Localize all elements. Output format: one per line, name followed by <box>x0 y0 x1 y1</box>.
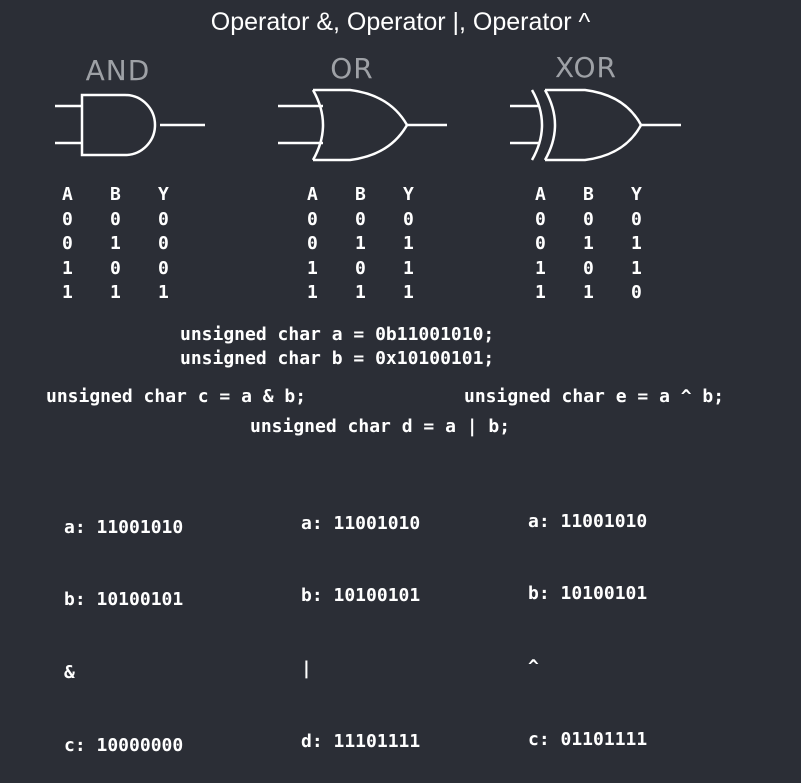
cell: 0 <box>307 233 318 254</box>
cell: 1 <box>355 233 366 254</box>
header-b: B <box>583 184 594 205</box>
xor-truth-table: A B Y 0 0 0 0 1 1 1 0 1 1 1 0 <box>535 183 679 306</box>
cell: 0 <box>535 233 546 254</box>
or-example: a: 11001010 b: 10100101 | d: 11101111 <box>301 463 420 779</box>
cell: 1 <box>62 282 73 303</box>
header-y: Y <box>158 184 169 205</box>
or-gate-label: OR <box>330 52 374 85</box>
example-a: a: 11001010 <box>301 512 421 534</box>
example-a: a: 11001010 <box>528 510 648 532</box>
cell: 1 <box>110 233 121 254</box>
cell: 0 <box>583 208 594 230</box>
cell: 1 <box>631 233 642 254</box>
cell: 1 <box>110 282 121 303</box>
truth-table-header: A B Y <box>307 183 451 208</box>
declaration-b: unsigned char b = 0x10100101; <box>180 348 495 369</box>
logic-gates-diagram: AND OR XOR <box>55 51 681 162</box>
cell: 0 <box>355 257 366 279</box>
truth-table-row: 1 0 0 <box>62 257 206 282</box>
cell: 0 <box>631 282 642 303</box>
cell: 0 <box>110 257 121 279</box>
truth-table-row: 0 0 0 <box>307 208 451 233</box>
xor-example: a: 11001010 b: 10100101 ^ c: 01101111 <box>528 461 647 777</box>
cell: 0 <box>631 208 642 230</box>
cell: 1 <box>158 282 169 303</box>
and-gate-icon <box>55 93 205 157</box>
and-truth-table: A B Y 0 0 0 0 1 0 1 0 0 1 1 1 <box>62 183 206 306</box>
page-title: Operator &, Operator |, Operator ^ <box>210 8 591 36</box>
example-result: d: 11101111 <box>301 731 421 753</box>
truth-table-header: A B Y <box>535 183 679 208</box>
example-b: b: 10100101 <box>301 585 421 607</box>
xor-gate-label: XOR <box>555 51 617 84</box>
cell: 1 <box>631 257 642 279</box>
operation-and: unsigned char c = a & b; <box>46 386 307 407</box>
truth-table-row: 1 1 0 <box>535 281 679 306</box>
cell: 0 <box>158 257 169 279</box>
cell: 1 <box>535 257 546 279</box>
header-b: B <box>110 184 121 205</box>
cell: 1 <box>403 233 414 254</box>
cell: 0 <box>355 208 366 230</box>
cell: 1 <box>403 257 414 279</box>
cell: 0 <box>62 233 73 254</box>
truth-table-row: 0 1 1 <box>307 232 451 257</box>
cell: 1 <box>403 282 414 303</box>
cell: 1 <box>307 282 318 303</box>
example-operator: & <box>64 662 75 684</box>
example-result: c: 01101111 <box>528 729 648 751</box>
cell: 1 <box>355 282 366 303</box>
cell: 0 <box>110 208 121 230</box>
cell: 0 <box>62 208 73 230</box>
and-example: a: 11001010 b: 10100101 & c: 10000000 <box>64 467 183 783</box>
truth-table-row: 0 1 0 <box>62 232 206 257</box>
header-a: A <box>307 184 318 205</box>
header-a: A <box>62 184 73 205</box>
cell: 1 <box>583 282 594 303</box>
xor-gate-icon <box>510 88 681 162</box>
declaration-a: unsigned char a = 0b11001010; <box>180 324 495 345</box>
example-a: a: 11001010 <box>64 516 184 538</box>
cell: 1 <box>583 233 594 254</box>
truth-table-row: 0 1 1 <box>535 232 679 257</box>
cell: 0 <box>307 208 318 230</box>
cell: 0 <box>158 233 169 254</box>
header-y: Y <box>631 184 642 205</box>
truth-table-row: 1 1 1 <box>62 281 206 306</box>
truth-table-row: 1 0 1 <box>307 257 451 282</box>
example-operator: ^ <box>528 656 539 678</box>
truth-table-row: 1 0 1 <box>535 257 679 282</box>
example-operator: | <box>301 658 312 680</box>
truth-table-row: 1 1 1 <box>307 281 451 306</box>
or-gate-icon <box>278 88 447 162</box>
or-truth-table: A B Y 0 0 0 0 1 1 1 0 1 1 1 1 <box>307 183 451 306</box>
cell: 0 <box>403 208 414 230</box>
header-a: A <box>535 184 546 205</box>
operation-xor: unsigned char e = a ^ b; <box>464 386 725 407</box>
header-y: Y <box>403 184 414 205</box>
example-result: c: 10000000 <box>64 735 184 757</box>
cell: 0 <box>583 257 594 279</box>
cell: 1 <box>307 257 318 279</box>
truth-table-header: A B Y <box>62 183 206 208</box>
cell: 0 <box>158 208 169 230</box>
example-b: b: 10100101 <box>64 589 184 611</box>
example-b: b: 10100101 <box>528 583 648 605</box>
cell: 1 <box>535 282 546 303</box>
cell: 0 <box>535 208 546 230</box>
truth-table-row: 0 0 0 <box>62 208 206 233</box>
header-b: B <box>355 184 366 205</box>
truth-table-row: 0 0 0 <box>535 208 679 233</box>
and-gate-label: AND <box>86 54 151 87</box>
operation-or: unsigned char d = a | b; <box>250 416 511 437</box>
cell: 1 <box>62 257 73 279</box>
